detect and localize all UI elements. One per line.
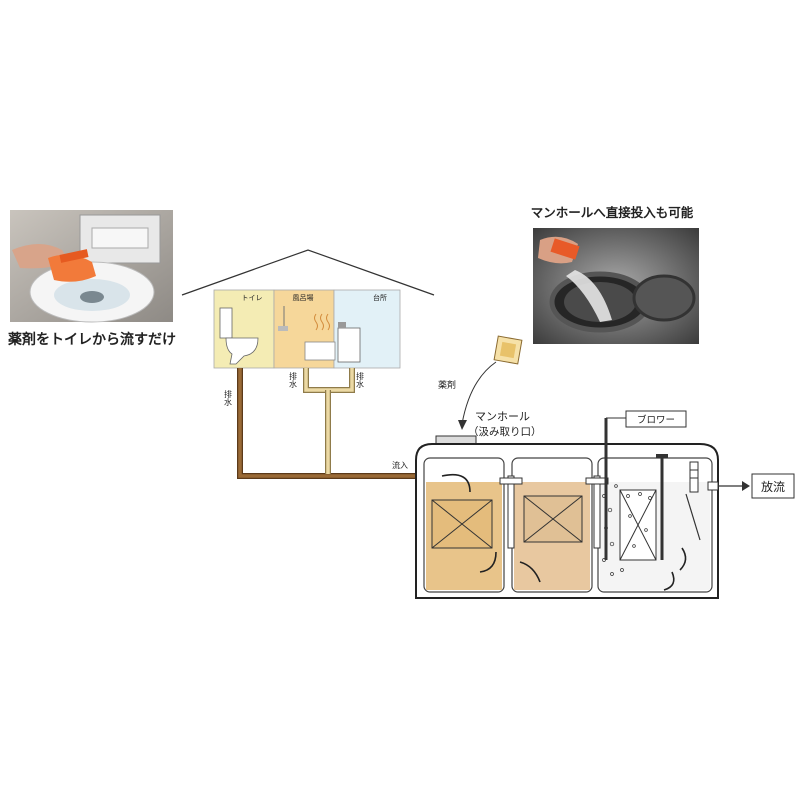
blower-label: ブロワー	[637, 414, 675, 426]
drain-label-mid-right: 排水	[356, 371, 365, 388]
kitchen-sink	[337, 327, 361, 363]
manhole-label-line2: （汲み取り口）	[468, 425, 542, 438]
house: トイレ 風呂場 台所	[181, 249, 435, 369]
blower	[604, 410, 687, 560]
chemical-packet	[493, 335, 523, 365]
drain-pipes	[237, 368, 432, 481]
toilet-fixture-tank	[219, 307, 233, 339]
manhole-photo	[533, 228, 699, 344]
discharge-label: 放流	[761, 479, 785, 494]
manhole-photo-caption: マンホールへ直接投入も可能	[531, 205, 694, 220]
drain-label-left: 排水	[224, 389, 233, 406]
toilet-photo-caption: 薬剤をトイレから流すだけ	[8, 331, 176, 348]
chemical-label: 薬剤	[438, 379, 456, 391]
room-label-bath: 風呂場	[293, 293, 314, 302]
inflow-label: 流入	[392, 460, 408, 470]
manhole-label-line1: マンホール	[475, 410, 530, 423]
discharge	[707, 473, 795, 499]
septic-tank	[415, 435, 719, 599]
toilet-fixture-bowl	[225, 337, 259, 365]
room-label-toilet: トイレ	[242, 294, 263, 302]
drain-label-mid-left: 排水	[289, 371, 298, 388]
manhole-cover	[435, 435, 477, 445]
room-label-kitchen: 台所	[373, 293, 387, 302]
toilet-photo	[10, 210, 173, 323]
chemical-arrow	[461, 361, 497, 425]
house-roof	[181, 249, 435, 296]
bathtub	[304, 341, 336, 361]
